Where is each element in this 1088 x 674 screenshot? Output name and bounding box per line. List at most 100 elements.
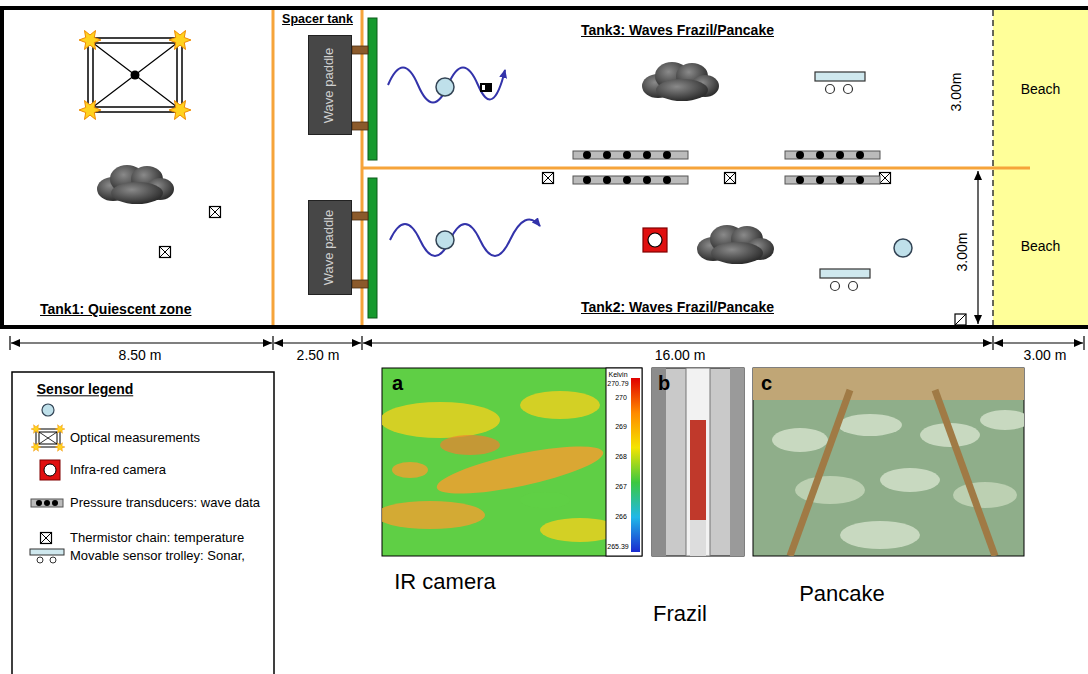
scale-label: 270.79 bbox=[607, 380, 628, 388]
node-text: a bbox=[392, 372, 403, 395]
infrared-camera bbox=[643, 228, 667, 252]
optical-frame bbox=[88, 38, 182, 112]
node-text: Spacer tank bbox=[282, 12, 353, 26]
frazil-photo bbox=[652, 368, 744, 556]
legend-icons bbox=[31, 425, 41, 434]
infrared-camera bbox=[648, 233, 662, 247]
ir-photo bbox=[392, 462, 428, 478]
legend-icons bbox=[44, 464, 56, 476]
pressure-transducers bbox=[796, 176, 804, 184]
beach-region: Beach bbox=[993, 10, 1088, 168]
optical-frame bbox=[93, 43, 177, 107]
pressure-transducers bbox=[583, 151, 591, 159]
dimension-line bbox=[10, 336, 1084, 350]
legend-entry: Infra-red camera bbox=[70, 462, 166, 478]
scale-label: Kelvin bbox=[608, 371, 627, 379]
dimension-line bbox=[994, 342, 1083, 343]
legend-icons bbox=[37, 557, 43, 563]
paddle-arm bbox=[352, 212, 368, 220]
legend-icons bbox=[30, 549, 64, 555]
legend-icons bbox=[44, 500, 50, 506]
legend-icons bbox=[36, 429, 60, 447]
paddle-arm bbox=[352, 46, 368, 288]
wave-board bbox=[368, 178, 377, 318]
ir-photo bbox=[631, 378, 640, 552]
scale-label: 269 bbox=[615, 423, 627, 431]
paddle-arm bbox=[352, 46, 368, 54]
legend-icons bbox=[50, 557, 56, 563]
legend-icons bbox=[31, 499, 63, 507]
legend-icons bbox=[42, 404, 54, 416]
thermistor-chain bbox=[543, 173, 554, 184]
wave-board bbox=[368, 18, 377, 160]
legend-icons bbox=[30, 404, 65, 563]
legend-icons bbox=[52, 500, 58, 506]
dimension-line bbox=[977, 171, 978, 324]
optical-frame bbox=[79, 31, 101, 50]
pressure-transducers bbox=[856, 151, 864, 159]
legend-box bbox=[12, 372, 274, 674]
pancake-photo bbox=[753, 368, 1024, 400]
node-text: Tank1: Quiescent zone bbox=[40, 301, 191, 317]
thermistor-chain bbox=[160, 173, 967, 326]
node-text: b bbox=[658, 372, 670, 395]
optical-frame bbox=[79, 31, 191, 120]
dimension-line bbox=[992, 336, 993, 350]
frazil-cloud bbox=[97, 62, 774, 264]
dimension-line bbox=[272, 336, 273, 350]
pancake-photo bbox=[838, 414, 902, 436]
node-text: Beach bbox=[1021, 81, 1061, 97]
tank-dividers bbox=[272, 10, 275, 325]
wave-paddle: Wave paddle bbox=[308, 35, 352, 135]
infrared-camera bbox=[643, 228, 667, 252]
frazil-cloud bbox=[97, 165, 174, 204]
node-text: Wave paddle bbox=[323, 47, 338, 122]
wave-symbol bbox=[388, 68, 505, 103]
pancake-photo bbox=[840, 521, 920, 549]
frazil-cloud bbox=[697, 225, 774, 264]
tank-dividers bbox=[273, 10, 1030, 325]
sensor-trolley bbox=[820, 269, 870, 291]
pressure-transducers bbox=[623, 151, 631, 159]
tank-walls bbox=[0, 325, 1088, 329]
pancake-photo bbox=[753, 368, 1024, 556]
pressure-transducers bbox=[583, 176, 591, 184]
pancake-photo bbox=[935, 390, 995, 556]
node-text: c bbox=[761, 372, 772, 395]
legend-icons bbox=[31, 443, 41, 452]
dimension-label: 16.00 m bbox=[655, 348, 706, 363]
pressure-transducers bbox=[623, 176, 631, 184]
ir-photo bbox=[540, 518, 606, 542]
wave-board bbox=[368, 18, 377, 318]
pressure-transducers bbox=[573, 151, 688, 159]
scale-label: 267 bbox=[615, 483, 627, 491]
optical-frame bbox=[169, 101, 191, 120]
pancake-photo bbox=[880, 468, 940, 492]
dimension-line bbox=[11, 342, 272, 343]
pressure-transducers bbox=[663, 176, 671, 184]
legend-box bbox=[12, 372, 274, 674]
frazil-photo bbox=[652, 368, 666, 556]
optical-frame bbox=[131, 71, 140, 80]
wave-symbol bbox=[390, 220, 540, 256]
legend-icons bbox=[39, 432, 57, 444]
optical-frame bbox=[93, 43, 177, 107]
pressure-transducers bbox=[785, 151, 880, 159]
paddle-arm bbox=[352, 280, 368, 288]
frazil-photo bbox=[690, 520, 706, 556]
thermistor-chain bbox=[955, 314, 966, 325]
photo-panel: b bbox=[652, 368, 744, 556]
legend-icons bbox=[41, 533, 52, 544]
ir-photo bbox=[382, 501, 485, 529]
tank-walls bbox=[0, 8, 1088, 327]
pancake-photo bbox=[772, 428, 828, 452]
pressure-transducers bbox=[643, 151, 651, 159]
pancake-photo bbox=[790, 390, 850, 556]
ir-photo bbox=[606, 368, 642, 556]
pressure-transducers bbox=[816, 176, 824, 184]
ir-photo bbox=[520, 492, 570, 508]
sensor-circle bbox=[436, 231, 454, 249]
pancake-photo bbox=[953, 482, 1017, 508]
